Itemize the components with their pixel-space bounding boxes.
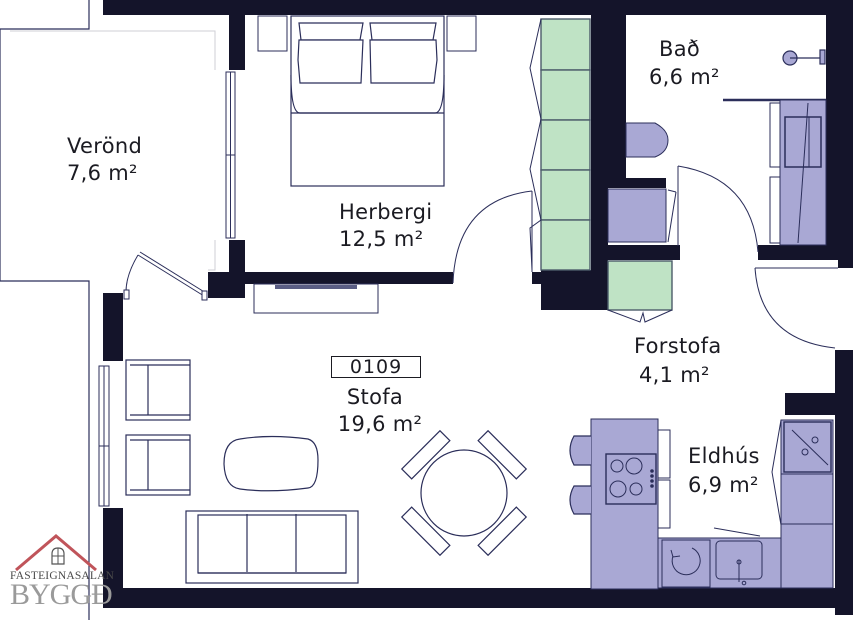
wardrobe (540, 18, 591, 271)
room-label-forstofa: Forstofa 4,1 m² (634, 332, 722, 390)
room-name: Bað (659, 37, 701, 61)
nightstands (257, 15, 477, 52)
balcony-inner-line (10, 30, 216, 271)
bath-vanity (769, 99, 827, 246)
room-label-stofa: Stofa 19,6 m² (331, 384, 429, 438)
room-label-verond: Verönd 7,6 m² (67, 133, 142, 187)
shower (723, 49, 826, 102)
entry-closet (607, 260, 673, 311)
room-name: Eldhús (688, 444, 760, 468)
balcony-outline (0, 0, 90, 620)
toilet (625, 122, 669, 158)
room-area: 7,6 m² (67, 161, 138, 185)
room-area: 4,1 m² (639, 363, 710, 387)
room-label-herbergi: Herbergi 12,5 m² (339, 199, 432, 253)
agency-logo: FASTEIGNASALAN BYGGÐ (8, 534, 114, 614)
bed (290, 15, 445, 187)
window-bedroom (225, 71, 236, 239)
coffee-table (223, 435, 319, 492)
wardrobe-doors (529, 18, 542, 271)
balcony-door (123, 251, 208, 301)
bath-door (677, 165, 759, 253)
logo-brand: BYGGÐ (10, 578, 113, 611)
room-name: Herbergi (339, 200, 433, 224)
room-label-bad: Bað 6,6 m² (649, 35, 720, 91)
logo-tagline: FASTEIGNASALAN (10, 570, 115, 582)
kitchen-island (590, 418, 671, 590)
room-area: 12,5 m² (339, 227, 424, 251)
bedroom-door (452, 190, 533, 284)
sofa (185, 510, 359, 584)
unit-number-badge: 0109 (331, 356, 421, 378)
entry-closet-doors (607, 309, 673, 323)
entrance-door (754, 267, 838, 349)
tv-unit (253, 283, 379, 314)
armchairs (125, 359, 191, 496)
walls (103, 0, 853, 615)
room-name: Forstofa (634, 334, 722, 358)
room-area: 6,9 m² (688, 473, 759, 497)
room-area: 19,6 m² (337, 412, 423, 436)
kitchen-counter (657, 419, 834, 589)
room-area: 6,6 m² (649, 65, 720, 89)
washer-cabinet (607, 188, 677, 243)
room-name: Stofa (346, 385, 404, 409)
window-living (98, 365, 110, 507)
bar-stools (569, 435, 591, 515)
dining-table (400, 429, 528, 557)
room-label-eldhus: Eldhús 6,9 m² (688, 442, 760, 500)
house-roof-icon (15, 534, 97, 572)
room-name: Verönd (67, 134, 143, 158)
